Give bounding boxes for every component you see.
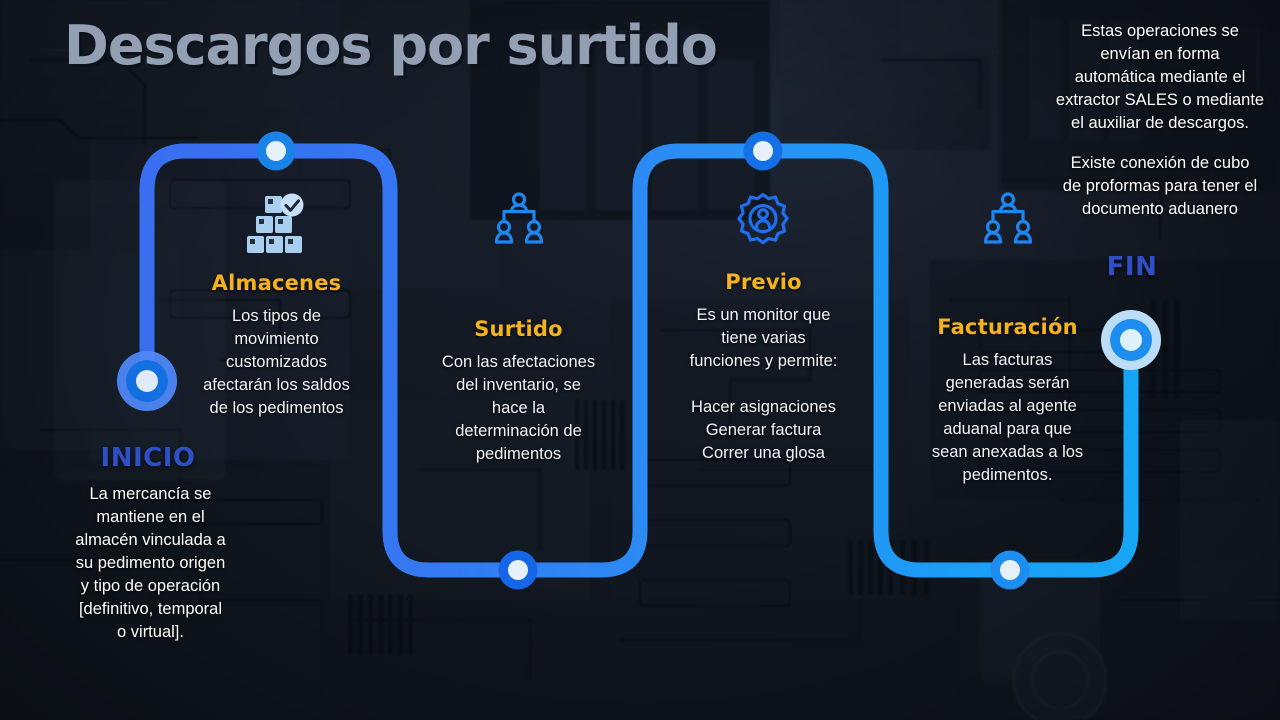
node-surtido[interactable]: [498, 550, 538, 590]
step-surtido-body: Con las afectaciones del inventario, se …: [441, 353, 596, 463]
step-surtido-title: Surtido: [474, 317, 563, 341]
step-previo: Previo Es un monitor que tiene varias fu…: [661, 270, 866, 465]
node-previo[interactable]: [743, 131, 783, 171]
node-inicio[interactable]: [117, 351, 177, 411]
node-almacenes[interactable]: [256, 131, 296, 171]
step-facturacion-title: Facturación: [937, 315, 1078, 339]
page-title: Descargos por surtido: [64, 14, 718, 77]
label-inicio: INICIO: [100, 443, 196, 473]
step-facturacion: Facturación Las facturas generadas serán…: [905, 315, 1110, 487]
inicio-description: La mercancía se mantiene en el almacén v…: [75, 485, 226, 641]
step-facturacion-body: Las facturas generadas serán enviadas al…: [931, 351, 1084, 484]
label-fin: FIN: [1106, 252, 1158, 282]
step-surtido: Surtido Con las afectaciones del inventa…: [416, 317, 621, 466]
node-fin[interactable]: [1101, 310, 1161, 370]
note-extractor: Estas operaciones se envían en forma aut…: [1055, 22, 1265, 132]
step-almacenes: Almacenes Los tipos de movimiento custom…: [174, 271, 379, 420]
step-previo-title: Previo: [725, 270, 802, 294]
org-chart-people-icon-2: [976, 192, 1040, 255]
step-almacenes-body: Los tipos de movimiento customizados afe…: [203, 307, 350, 417]
step-previo-body: Es un monitor que tiene varias funciones…: [689, 306, 838, 462]
boxes-check-icon: [242, 192, 312, 259]
node-facturacion[interactable]: [990, 550, 1030, 590]
flow-connector-line: [139, 143, 1139, 578]
note-cubo: Existe conexión de cubo de proformas par…: [1062, 154, 1258, 218]
gear-user-icon: [730, 190, 796, 257]
step-almacenes-title: Almacenes: [211, 271, 342, 295]
org-chart-people-icon: [487, 192, 551, 255]
